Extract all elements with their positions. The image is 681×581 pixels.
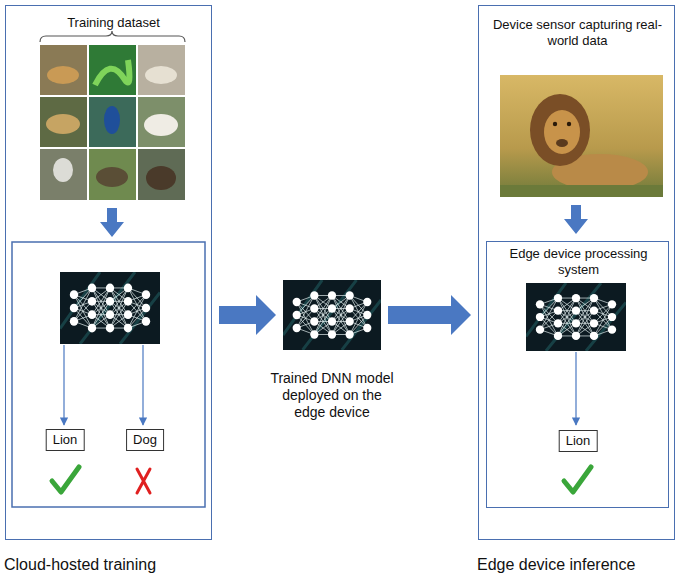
cross-mark bbox=[137, 469, 150, 493]
lion-photo bbox=[500, 75, 663, 197]
image-grid bbox=[40, 45, 185, 200]
image-grid bbox=[138, 97, 185, 147]
output-arrow bbox=[575, 352, 576, 425]
model-image-box: Trained DNN model deployed on the edge d… bbox=[283, 280, 381, 350]
down-arrow bbox=[564, 205, 588, 234]
caption-holder: Cloud-hosted training bbox=[4, 555, 156, 574]
check-mark bbox=[564, 467, 591, 492]
lion-photo bbox=[553, 122, 557, 126]
heading: Device sensor capturing real-world data bbox=[489, 17, 666, 48]
flow-arrow bbox=[388, 295, 471, 335]
panel-box: Training datasetCloud-hosted trainingLio… bbox=[5, 5, 212, 540]
check-mark bbox=[52, 467, 79, 492]
neural-network-image bbox=[526, 283, 626, 351]
flow-arrow bbox=[219, 295, 276, 335]
training-box bbox=[12, 242, 205, 507]
heading: Edge device processing system bbox=[493, 246, 664, 277]
lion-photo bbox=[500, 185, 663, 197]
neural-network-image bbox=[283, 280, 381, 350]
note-holder: Trained DNN model deployed on the edge d… bbox=[268, 370, 396, 420]
image-grid bbox=[138, 149, 185, 200]
image-grid bbox=[89, 149, 136, 200]
lion-photo bbox=[567, 122, 571, 126]
lion-photo bbox=[530, 94, 590, 166]
image-grid bbox=[89, 45, 136, 95]
neural-network-image bbox=[60, 272, 160, 344]
image-grid bbox=[145, 66, 177, 84]
caption: Edge device inference bbox=[477, 555, 635, 574]
image-grid bbox=[40, 149, 87, 200]
image-grid bbox=[96, 167, 128, 187]
class-label: Lion bbox=[53, 432, 78, 448]
image-grid bbox=[95, 60, 129, 85]
lion-photo bbox=[500, 75, 663, 197]
panel-box: Device sensor capturing real-world dataE… bbox=[478, 5, 675, 540]
output-arrow bbox=[142, 345, 143, 425]
heading: Training dataset bbox=[36, 15, 191, 31]
bracket bbox=[40, 31, 185, 42]
note: Trained DNN model deployed on the edge d… bbox=[268, 370, 396, 420]
image-grid bbox=[40, 97, 87, 147]
process-box: Edge device processing systemLion bbox=[486, 241, 669, 508]
image-grid bbox=[47, 66, 79, 84]
image-grid bbox=[40, 45, 87, 95]
output-arrow bbox=[63, 345, 64, 425]
image-grid bbox=[138, 45, 185, 95]
image-grid bbox=[104, 106, 120, 134]
class-label: Lion bbox=[566, 433, 591, 449]
lion-photo bbox=[556, 139, 568, 147]
image-grid bbox=[46, 114, 80, 134]
caption: Cloud-hosted training bbox=[4, 555, 156, 574]
image-grid bbox=[53, 158, 73, 182]
image-grid bbox=[144, 114, 178, 136]
label-box: Lion bbox=[559, 430, 598, 452]
image-grid bbox=[146, 166, 176, 190]
label-box: Dog bbox=[126, 429, 164, 451]
image-grid bbox=[89, 97, 136, 147]
down-arrow bbox=[100, 208, 124, 237]
label-box: Lion bbox=[46, 429, 85, 451]
lion-photo bbox=[544, 110, 580, 154]
class-label: Dog bbox=[133, 432, 157, 448]
caption-holder: Edge device inference bbox=[477, 555, 635, 574]
